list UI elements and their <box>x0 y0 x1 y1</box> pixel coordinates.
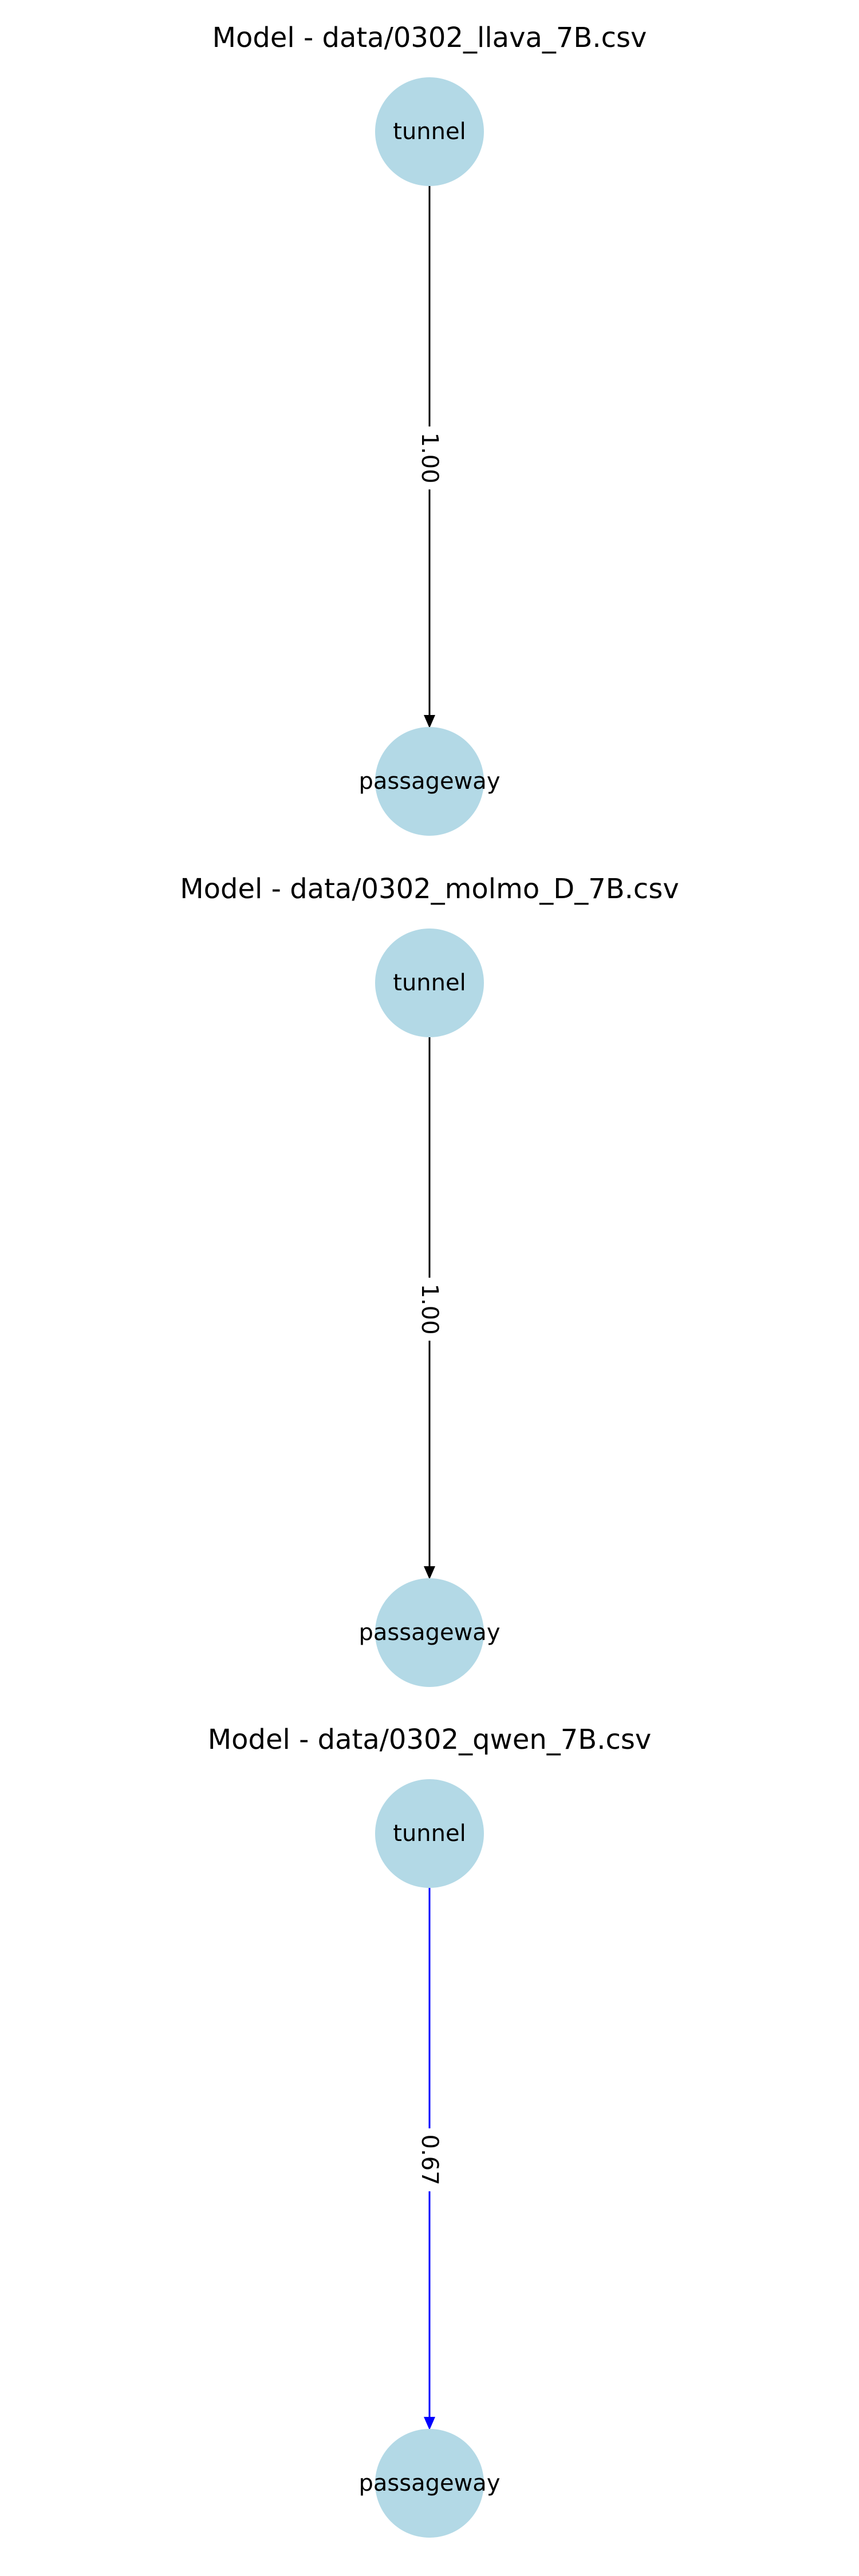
edge-tunnel-passageway: 1.00 <box>416 186 443 728</box>
arrowhead-icon <box>424 1566 435 1579</box>
graph-canvas: 0.67 tunnel passageway <box>359 1779 501 2538</box>
graph-panel-llava: 1.00 tunnel passageway Model - data/0302… <box>0 0 859 859</box>
edge-tunnel-passageway: 0.67 <box>416 1888 443 2430</box>
edge-weight-label: 1.00 <box>416 432 443 483</box>
node-passageway: passageway <box>359 727 501 836</box>
node-label-passageway: passageway <box>359 1619 501 1646</box>
graph-panel-qwen: 0.67 tunnel passageway Model - data/0302… <box>0 1702 859 2561</box>
arrowhead-icon <box>424 715 435 728</box>
node-tunnel: tunnel <box>375 929 484 1037</box>
edge-tunnel-passageway: 1.00 <box>416 1037 443 1579</box>
node-passageway: passageway <box>359 2429 501 2538</box>
node-tunnel: tunnel <box>375 1779 484 1888</box>
graph-canvas: 1.00 tunnel passageway <box>359 77 501 836</box>
panel-title: Model - data/0302_molmo_D_7B.csv <box>180 873 679 905</box>
node-tunnel: tunnel <box>375 77 484 186</box>
node-passageway: passageway <box>359 1578 501 1687</box>
edge-weight-label: 1.00 <box>416 1283 443 1334</box>
node-label-tunnel: tunnel <box>393 118 466 145</box>
panel-title: Model - data/0302_qwen_7B.csv <box>207 1724 652 1756</box>
node-label-passageway: passageway <box>359 2470 501 2496</box>
graph-canvas: 1.00 tunnel passageway <box>359 929 501 1687</box>
node-label-tunnel: tunnel <box>393 970 466 996</box>
node-label-passageway: passageway <box>359 768 501 795</box>
graph-panel-molmo: 1.00 tunnel passageway Model - data/0302… <box>0 851 859 1710</box>
node-label-tunnel: tunnel <box>393 1820 466 1847</box>
panel-title: Model - data/0302_llava_7B.csv <box>212 22 647 54</box>
arrowhead-icon <box>424 2417 435 2430</box>
edge-weight-label: 0.67 <box>416 2134 443 2185</box>
